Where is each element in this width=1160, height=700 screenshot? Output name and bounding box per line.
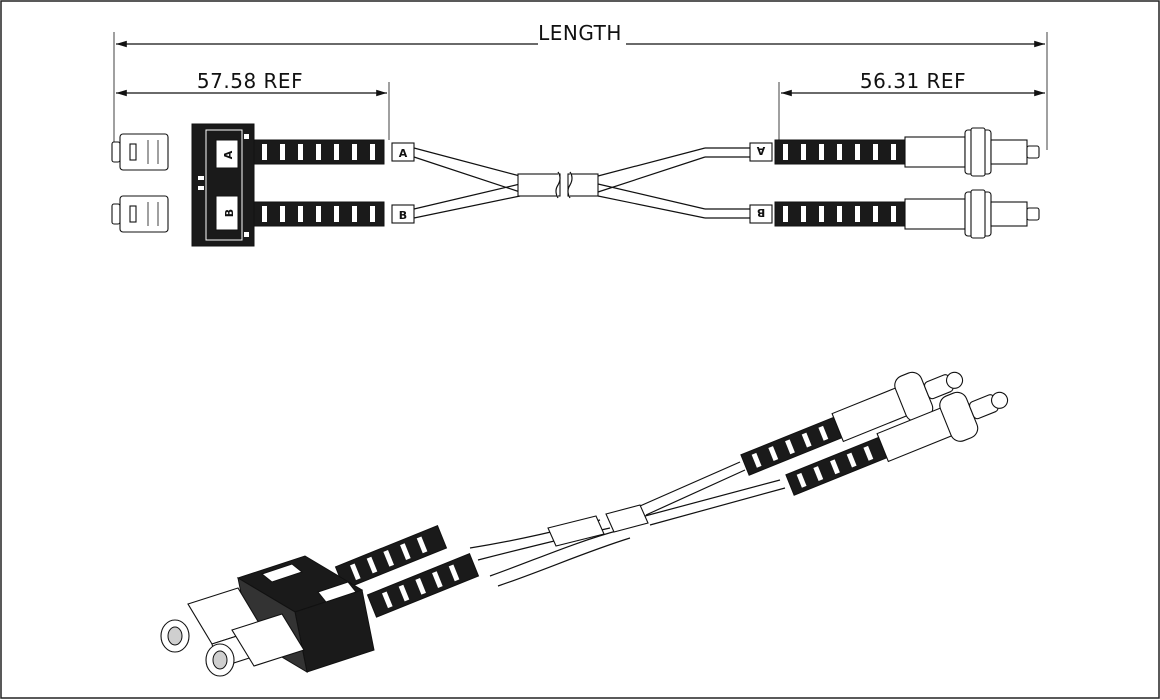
sc-front-b bbox=[111, 195, 169, 233]
right-boot-b bbox=[774, 201, 906, 227]
left-label-box-a bbox=[391, 142, 415, 162]
left-ref-label: 57.58 REF bbox=[197, 69, 303, 93]
housing-letter-b: B bbox=[223, 209, 236, 217]
right-label-box-b bbox=[749, 204, 773, 224]
cable-jacket-right bbox=[567, 173, 599, 197]
left-label-b: B bbox=[399, 209, 407, 222]
top-view: A B A B A B bbox=[111, 123, 1040, 247]
right-connector-b bbox=[904, 189, 1040, 239]
left-boot-a bbox=[253, 139, 385, 165]
sc-front-a bbox=[111, 133, 169, 171]
iso-jacket-right bbox=[605, 504, 649, 533]
left-boot-b bbox=[253, 201, 385, 227]
right-label-a: A bbox=[756, 144, 765, 157]
left-label-box-b bbox=[391, 204, 415, 224]
housing-letter-a: A bbox=[222, 150, 235, 159]
right-label-box-a bbox=[749, 142, 773, 162]
right-ref-label: 56.31 REF bbox=[860, 69, 966, 93]
right-boot-a bbox=[774, 139, 906, 165]
right-connector-a bbox=[904, 127, 1040, 177]
iso-jacket-left bbox=[547, 515, 605, 547]
isometric-view bbox=[160, 371, 1009, 677]
right-label-b: B bbox=[757, 206, 765, 219]
length-label: LENGTH bbox=[538, 21, 622, 45]
left-label-a: A bbox=[399, 147, 408, 160]
cable-jacket-left bbox=[517, 173, 561, 197]
